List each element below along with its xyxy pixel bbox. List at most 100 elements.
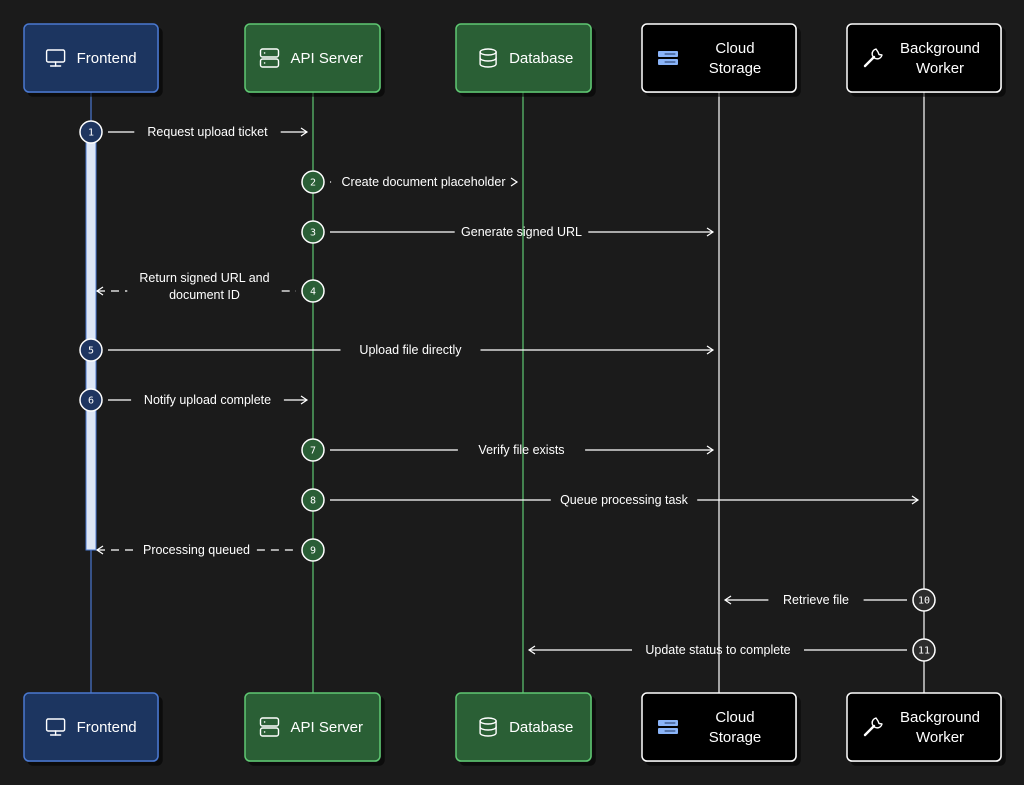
message-4: Return signed URL and document ID 4	[95, 271, 325, 303]
message-label: Verify file exists	[478, 443, 564, 457]
message-label: Notify upload complete	[144, 393, 271, 407]
message-label: document ID	[169, 288, 240, 302]
message-label: Queue processing task	[560, 493, 689, 507]
arrowhead	[510, 177, 519, 187]
step-number: 5	[88, 346, 94, 357]
actor-box	[23, 692, 159, 762]
step-number: 7	[310, 446, 316, 457]
actor-box	[455, 692, 592, 762]
actor-box	[244, 692, 381, 762]
message-label: Return signed URL and	[139, 271, 269, 285]
monitor-icon	[45, 49, 66, 67]
monitor-icon	[45, 718, 66, 736]
arrowhead	[706, 345, 715, 355]
message-7: Verify file exists 7	[301, 438, 715, 462]
step-number-badge	[301, 488, 325, 512]
step-number: 6	[88, 396, 94, 407]
step-number-badge	[79, 120, 103, 144]
message-8: Queue processing task 8	[301, 488, 920, 512]
step-number: 1	[88, 128, 94, 139]
actor-api-top: API Server	[244, 23, 381, 93]
actor-frontend-bottom: Frontend	[23, 692, 159, 762]
message-3: Generate signed URL 3	[301, 220, 715, 244]
wrench-icon	[863, 717, 883, 737]
step-number: 3	[310, 228, 316, 239]
actor-box	[846, 23, 1002, 93]
step-number: 11	[918, 646, 930, 657]
actor-label: Background	[900, 709, 980, 726]
storage-icon	[658, 51, 678, 65]
step-number-badge	[301, 279, 325, 303]
actor-label: Worker	[916, 729, 964, 746]
actor-api-bottom: API Server	[244, 692, 381, 762]
message-label: Generate signed URL	[461, 225, 582, 239]
actor-label: API Server	[291, 719, 364, 736]
actor-box	[244, 23, 381, 93]
actor-frontend-top: Frontend	[23, 23, 159, 93]
step-number: 2	[310, 178, 316, 189]
step-number: 10	[918, 596, 930, 607]
step-number-badge	[79, 338, 103, 362]
actor-db-bottom: Database	[455, 692, 592, 762]
actor-box	[641, 23, 797, 93]
arrowhead	[300, 395, 309, 405]
step-number-badge	[912, 638, 936, 662]
arrowhead	[706, 445, 715, 455]
step-number-badge	[301, 438, 325, 462]
actor-label: Database	[509, 719, 573, 736]
arrowhead	[95, 286, 104, 296]
message-6: Notify upload complete 6	[79, 388, 309, 412]
actor-box	[23, 23, 159, 93]
message-2: Create document placeholder 2	[301, 170, 519, 194]
actor-label: Worker	[916, 60, 964, 77]
actor-label: Background	[900, 40, 980, 57]
message-1: Request upload ticket 1	[79, 120, 309, 144]
server-icon	[259, 48, 280, 68]
step-number: 4	[310, 287, 316, 298]
step-number: 8	[310, 496, 316, 507]
actor-db-top: Database	[455, 23, 592, 93]
arrowhead	[300, 127, 309, 137]
database-icon	[479, 48, 497, 68]
step-number-badge	[912, 588, 936, 612]
arrowhead	[527, 645, 536, 655]
message-5: Upload file directly 5	[79, 338, 715, 362]
actor-label: Database	[509, 50, 573, 67]
actor-label: Storage	[709, 729, 762, 746]
arrowhead	[911, 495, 920, 505]
message-label: Upload file directly	[359, 343, 462, 357]
storage-icon	[658, 720, 678, 734]
actor-label: Frontend	[77, 50, 137, 67]
actor-box	[641, 692, 797, 762]
message-label: Processing queued	[143, 543, 250, 557]
step-number-badge	[79, 388, 103, 412]
message-label: Request upload ticket	[147, 125, 268, 139]
wrench-icon	[863, 48, 883, 68]
actor-label: API Server	[291, 50, 364, 67]
message-label: Update status to complete	[645, 643, 790, 657]
database-icon	[479, 717, 497, 737]
actor-box	[455, 23, 592, 93]
actor-label: Storage	[709, 60, 762, 77]
step-number-badge	[301, 170, 325, 194]
server-icon	[259, 717, 280, 737]
actor-label: Frontend	[77, 719, 137, 736]
actor-box	[846, 692, 1002, 762]
message-11: Update status to complete 11	[527, 638, 936, 662]
step-number-badge	[301, 220, 325, 244]
step-number-badge	[301, 538, 325, 562]
arrowhead	[706, 227, 715, 237]
actor-label: Cloud	[715, 709, 754, 726]
actor-label: Cloud	[715, 40, 754, 57]
arrowhead	[723, 595, 732, 605]
message-label: Create document placeholder	[342, 175, 506, 189]
